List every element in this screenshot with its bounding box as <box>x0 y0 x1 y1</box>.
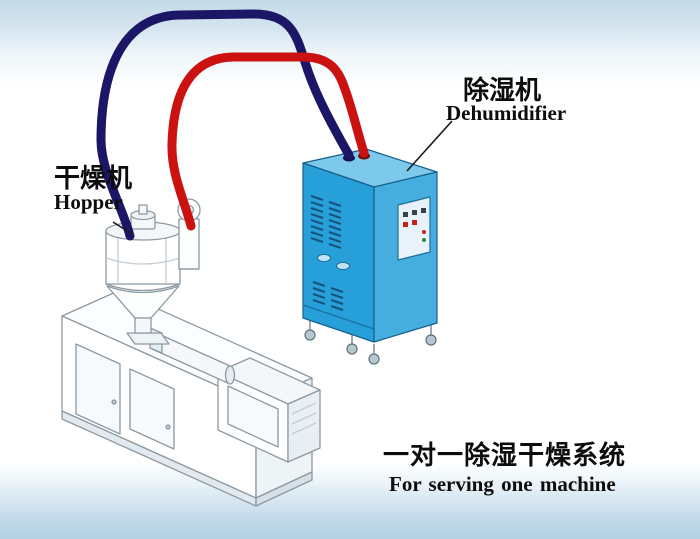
hopper-band <box>105 257 181 265</box>
door-handle <box>111 399 117 405</box>
hopper-leader-line <box>112 221 133 235</box>
dehumidifier-front-face <box>302 162 375 343</box>
system-caption-cn: 一对一除湿干燥系统 <box>383 440 627 470</box>
front-oval-vent <box>336 262 350 270</box>
hopper-assembly <box>105 198 201 334</box>
cabinet-right-face <box>287 389 321 463</box>
control-panel <box>397 196 431 261</box>
extruder-machine <box>61 290 321 507</box>
caster-wheels <box>304 320 437 365</box>
door-handle <box>165 424 171 430</box>
dehumidifier-unit <box>302 148 438 365</box>
dehumidifier-leader-line <box>406 120 453 172</box>
return-air-pipe <box>96 9 354 241</box>
hopper-cone <box>106 285 180 319</box>
front-vent-grille-upper <box>310 195 342 249</box>
front-oval-vent <box>317 254 331 262</box>
hopper-seams <box>117 234 167 283</box>
hopper-base-plate <box>126 332 170 345</box>
lid-cap <box>138 204 148 215</box>
caster-wheel <box>304 329 316 341</box>
caster-wheel <box>346 343 358 355</box>
front-vent-grille-lower <box>312 281 344 311</box>
extruder-door-panel <box>75 343 121 435</box>
caster-wheel <box>368 353 380 365</box>
hopper-bottom-rim <box>105 283 181 292</box>
supply-air-pipe <box>167 52 369 231</box>
dehumidifier-label-en: Dehumidifier <box>446 101 567 125</box>
cabinet-panel <box>227 385 279 448</box>
hopper-label-en: Hopper <box>54 190 123 214</box>
barrel-end <box>224 365 236 385</box>
cabinet-louvers <box>291 402 317 435</box>
extruder-base-right <box>255 471 313 507</box>
extruder-door-panel <box>129 368 175 450</box>
hopper-neck <box>134 317 152 334</box>
system-caption-en: For serving one machine <box>389 472 616 496</box>
hopper-label-cn: 干燥机 <box>54 163 133 193</box>
caster-wheel <box>425 334 437 346</box>
control-panel-buttons <box>403 208 426 242</box>
dehumidifier-label-cn: 除湿机 <box>463 75 542 105</box>
dehumidifier-front-seam <box>302 304 375 330</box>
